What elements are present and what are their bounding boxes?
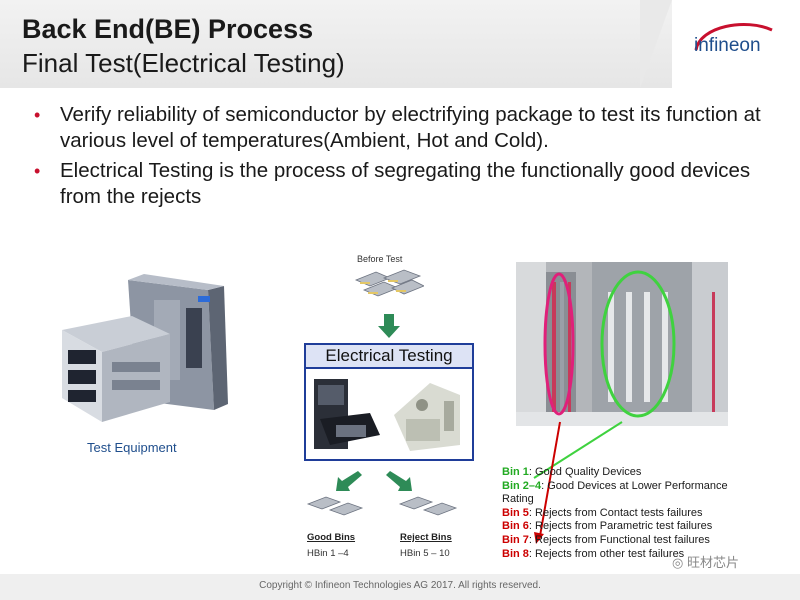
bullet-text: Verify reliability of semiconductor by e… bbox=[60, 103, 761, 152]
infineon-logo-icon: infineon bbox=[694, 22, 773, 56]
copyright-text: Copyright © Infineon Technologies AG 201… bbox=[259, 580, 541, 591]
legend-bin-text: : Rejects from other test failures bbox=[528, 547, 685, 560]
legend-bin-text: : Rejects from Functional test failures bbox=[528, 533, 710, 546]
bin-legend: Bin 1: Good Quality Devices Bin 2–4: Goo… bbox=[502, 466, 792, 561]
legend-bin-text: : Rejects from Parametric test failures bbox=[528, 520, 713, 533]
good-bins-label: Good Bins bbox=[307, 532, 356, 543]
legend-row: Bin 7: Rejects from Functional test fail… bbox=[502, 534, 792, 548]
bullet-list: • Verify reliability of semiconductor by … bbox=[34, 102, 774, 214]
reject-bins-chips-image bbox=[398, 496, 458, 516]
slide-title: Back End(BE) Process bbox=[22, 14, 314, 44]
legend-bin-name: Bin 5 bbox=[502, 506, 529, 519]
watermark: ◎ 旺材芯片 bbox=[672, 552, 739, 571]
legend-bin-name: Bin 2–4 bbox=[502, 479, 542, 492]
legend-bin-name: Bin 6 bbox=[502, 520, 529, 533]
before-test-chips-image bbox=[354, 269, 424, 297]
legend-bin-text: : Rejects from Contact tests failures bbox=[528, 506, 703, 519]
arrow-reject-bins-icon bbox=[386, 471, 412, 491]
before-test-label: Before Test bbox=[357, 254, 403, 264]
reject-bins-label: Reject Bins bbox=[400, 532, 452, 543]
bullet-dot-icon: • bbox=[34, 161, 41, 181]
electrical-testing-title: Electrical Testing bbox=[306, 345, 472, 369]
bullet-item: • Verify reliability of semiconductor by … bbox=[34, 102, 774, 154]
legend-row: Bin 5: Rejects from Contact tests failur… bbox=[502, 507, 792, 521]
bullet-dot-icon: • bbox=[34, 105, 41, 125]
bullet-item: • Electrical Testing is the process of se… bbox=[34, 158, 774, 210]
legend-row: Rating bbox=[502, 493, 792, 507]
legend-bin-name: Bin 1 bbox=[502, 466, 529, 478]
legend-bin-name: Bin 7 bbox=[502, 533, 529, 546]
logo-text: infineon bbox=[694, 35, 761, 56]
watermark-text: 旺材芯片 bbox=[686, 555, 739, 570]
legend-bin-name: Bin 8 bbox=[502, 547, 529, 560]
testing-machines-image bbox=[314, 379, 460, 451]
slide-footer: Copyright © Infineon Technologies AG 201… bbox=[0, 574, 800, 600]
legend-bin-text: : Good Quality Devices bbox=[528, 466, 642, 478]
good-bins-chips-image bbox=[306, 496, 364, 516]
legend-bin-text: Rating bbox=[502, 493, 534, 506]
handler-interior-photo bbox=[516, 262, 728, 426]
legend-row: Bin 6: Rejects from Parametric test fail… bbox=[502, 520, 792, 534]
wechat-icon: ◎ bbox=[672, 555, 684, 570]
header-notch bbox=[640, 0, 672, 88]
arrow-down-icon bbox=[378, 314, 400, 338]
arrow-good-bins-icon bbox=[336, 471, 362, 491]
bullet-text: Electrical Testing is the process of seg… bbox=[60, 159, 751, 208]
legend-row: Bin 1: Good Quality Devices bbox=[502, 466, 792, 480]
good-bins-range: HBin 1 –4 bbox=[307, 548, 349, 559]
slide-subtitle: Final Test(Electrical Testing) bbox=[22, 48, 345, 78]
legend-row: Bin 8: Rejects from other test failures bbox=[502, 548, 792, 562]
test-equipment-image bbox=[62, 274, 228, 422]
header-band bbox=[0, 0, 672, 88]
legend-bin-text: : Good Devices at Lower Performance bbox=[541, 479, 728, 492]
electrical-testing-box: Electrical Testing bbox=[304, 343, 474, 461]
legend-row: Bin 2–4: Good Devices at Lower Performan… bbox=[502, 480, 792, 494]
slide-header: Back End(BE) Process Final Test(Electric… bbox=[0, 0, 800, 88]
equipment-caption: Test Equipment bbox=[87, 440, 177, 455]
reject-bins-range: HBin 5 – 10 bbox=[400, 548, 450, 559]
